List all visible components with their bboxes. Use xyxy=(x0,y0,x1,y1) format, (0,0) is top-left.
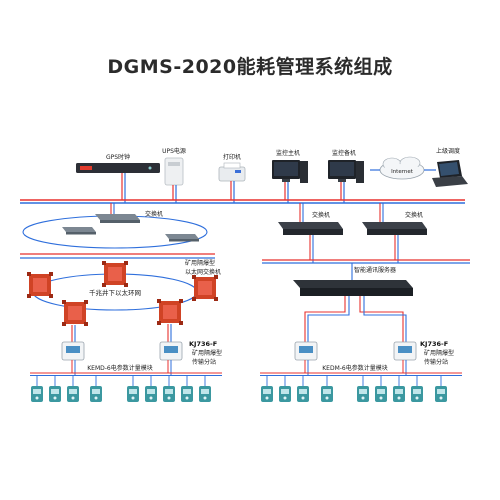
left-switch-east xyxy=(165,234,199,242)
ups-device xyxy=(164,157,184,186)
monitor-host-label: 监控主机 xyxy=(276,149,300,157)
right-meter-7 xyxy=(393,386,405,402)
explosion-switch-3 xyxy=(192,275,218,301)
right-switch-1-label: 交换机 xyxy=(312,211,330,219)
left-meter-9 xyxy=(199,386,211,402)
explosion-switch-label-1: 矿用隔爆型 xyxy=(185,259,215,267)
right-station-1 xyxy=(294,341,318,361)
explosion-switch-4 xyxy=(62,300,88,326)
left-meter-bus xyxy=(30,360,222,376)
left-upper-connectors xyxy=(110,203,115,214)
left-meter-7 xyxy=(163,386,175,402)
explosion-switch-5 xyxy=(157,299,183,325)
right-meter-bus xyxy=(260,360,462,376)
communication-server xyxy=(293,280,413,296)
left-station-model: KJ736-F xyxy=(189,340,217,348)
left-station-2 xyxy=(159,341,183,361)
right-meter-8 xyxy=(411,386,423,402)
left-meter-2 xyxy=(49,386,61,402)
right-switch-connectors xyxy=(299,203,384,222)
remote-dispatch-label: 上级调度 xyxy=(436,147,460,155)
right-station-2 xyxy=(393,341,417,361)
right-meter-3 xyxy=(297,386,309,402)
diagram-title: DGMS-2020能耗管理系统组成 xyxy=(107,56,393,78)
internet-label: Internet xyxy=(391,169,414,175)
right-switch-2-label: 交换机 xyxy=(405,211,423,219)
left-switch-top xyxy=(95,214,140,223)
left-meter-8 xyxy=(181,386,193,402)
right-switch-2 xyxy=(362,222,427,235)
right-station-model: KJ736-F xyxy=(420,340,448,348)
left-station-connectors xyxy=(71,324,172,342)
right-station-connectors xyxy=(304,296,407,342)
right-module-label: KEDM-6电参数计量模块 xyxy=(322,364,388,372)
right-meter-5 xyxy=(357,386,369,402)
left-station-1 xyxy=(61,341,85,361)
explosion-switch-2 xyxy=(27,272,53,298)
monitor-backup-icon xyxy=(328,160,364,183)
left-meter-1 xyxy=(31,386,43,402)
printer-label: 打印机 xyxy=(223,153,241,161)
right-meter-drops xyxy=(266,375,442,388)
explosion-switch-1 xyxy=(102,261,128,287)
gps-clock-device xyxy=(76,163,160,173)
gps-clock-label: GPS时钟 xyxy=(106,153,130,161)
right-station-line1: 矿用隔爆型 xyxy=(424,349,454,357)
underground-ring-label: 千兆井下以太环网 xyxy=(89,288,141,297)
left-switch-label: 交换机 xyxy=(145,210,163,218)
right-bus xyxy=(262,259,470,264)
left-station-line1: 矿用隔爆型 xyxy=(192,349,222,357)
explosion-switch-label-2: 以太网交换机 xyxy=(185,268,221,276)
left-meter-5 xyxy=(127,386,139,402)
left-switch-west xyxy=(62,227,96,235)
left-red-bus xyxy=(20,253,215,259)
right-meter-4 xyxy=(321,386,333,402)
ups-label: UPS电源 xyxy=(162,147,186,155)
monitor-backup-label: 监控备机 xyxy=(332,149,356,157)
right-station-line2: 传输分站 xyxy=(424,358,448,366)
right-meter-9 xyxy=(435,386,447,402)
right-switch-down-connectors xyxy=(309,235,399,263)
left-meter-4 xyxy=(90,386,102,402)
internet-cloud-icon xyxy=(379,156,425,180)
left-meter-3 xyxy=(67,386,79,402)
laptop-icon xyxy=(432,160,468,187)
left-station-line2: 传输分站 xyxy=(192,358,216,366)
printer-icon xyxy=(218,162,246,182)
right-meter-1 xyxy=(261,386,273,402)
server-label: 智能通讯服务器 xyxy=(354,266,396,274)
top-connectors xyxy=(121,169,436,203)
main-bus xyxy=(20,199,465,204)
left-module-label: KEMD-6电参数计量模块 xyxy=(87,364,153,372)
left-meter-6 xyxy=(145,386,157,402)
monitor-host-icon xyxy=(272,160,308,183)
right-switch-1 xyxy=(278,222,343,235)
right-meter-6 xyxy=(375,386,387,402)
right-meter-2 xyxy=(279,386,291,402)
left-meter-drops xyxy=(36,375,206,388)
